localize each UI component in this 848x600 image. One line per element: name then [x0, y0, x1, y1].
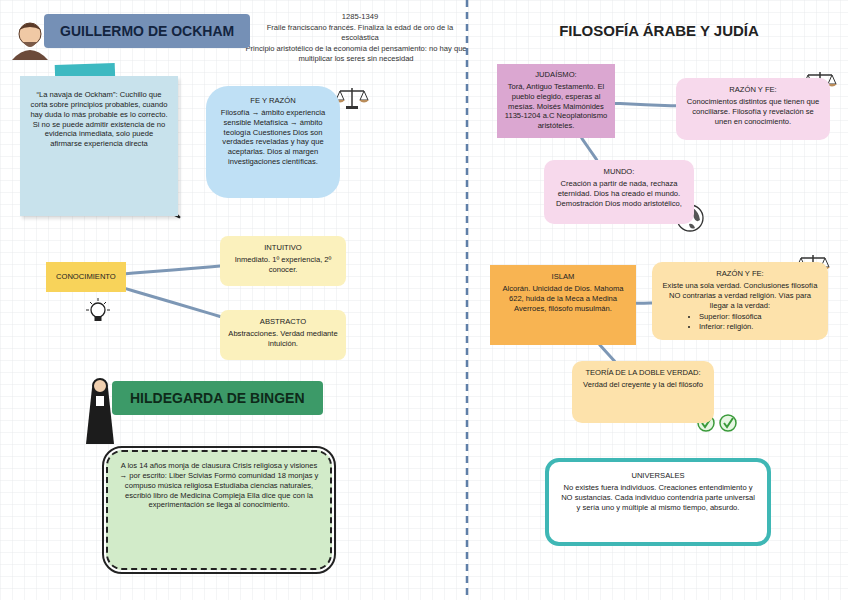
connector-line [126, 289, 220, 317]
page-title: FILOSOFÍA ÁRABE Y JUDÍA [470, 22, 848, 39]
outlined-box: UNIVERSALES No existes fuera individuos. … [545, 458, 771, 546]
cloud-box: FE Y RAZÓN Filosofía → ámbito experiencia… [206, 86, 340, 198]
box-heading: RAZÓN Y FE: [683, 85, 823, 95]
section-band: GUILLERMO DE OCKHAM [44, 14, 250, 48]
box-text: Abstracciones. Verdad mediante intuición… [226, 329, 340, 349]
box-heading: MUNDO: [551, 167, 687, 177]
bullet-item: Inferior: religión. [699, 322, 821, 332]
topic-box: ISLAM Alcorán. Unicidad de Dios. Mahoma 6… [490, 265, 636, 345]
scales-icon [335, 88, 369, 109]
concept-box: ABSTRACTO Abstracciones. Verdad mediante … [220, 310, 346, 360]
connector-line [126, 266, 220, 274]
box-text: Verdad del creyente y la del filósofo [579, 380, 707, 390]
concept-box: INTUITIVO Inmediato. 1º experiencia, 2º c… [220, 236, 346, 286]
connector-line [600, 345, 615, 361]
topic-box: MUNDO: Creación a partir de nada, rechaza… [544, 160, 694, 224]
dashed-box: A los 14 años monja de clausura Crisis r… [106, 450, 332, 570]
box-text: Filosofía → ámbito experiencia sensible … [215, 108, 331, 167]
page-divider [466, 0, 469, 600]
box-text: Alcorán. Unicidad de Dios. Mahoma 622, h… [496, 284, 630, 314]
ockham-portrait [12, 23, 48, 60]
banner-box: CONOCIMIENTO [46, 262, 126, 292]
box-text: No existes fuera individuos. Creaciones … [559, 483, 757, 513]
bullet-item: Superior: filosófica [699, 312, 821, 322]
box-heading: INTUITIVO [226, 243, 340, 253]
box-heading: UNIVERSALES [559, 471, 757, 481]
box-heading: FE Y RAZÓN [215, 96, 331, 106]
lightbulb-icon [86, 298, 110, 321]
box-text: CONOCIMIENTO [56, 272, 116, 282]
topic-box: TEORÍA DE LA DOBLE VERDAD: Verdad del cre… [572, 361, 714, 423]
sticky-note: “La navaja de Ockham”: Cuchillo que cort… [20, 76, 178, 216]
note-text: Fraile franciscano francés. Finaliza la … [260, 23, 460, 43]
section-band: HILDEGARDA DE BINGEN [112, 381, 323, 415]
box-text: Torá, Antiguo Testamento. El pueblo eleg… [503, 82, 609, 131]
box-heading: RAZÓN Y FE: [659, 269, 821, 279]
bullet-list: Superior: filosóficaInferior: religión. [659, 312, 821, 332]
box-text: Existe una sola verdad. Conclusiones fil… [659, 281, 821, 311]
connector-line [615, 103, 676, 105]
box-heading: ISLAM [496, 272, 630, 282]
note-text: 1285-1349 [260, 12, 460, 22]
topic-box: RAZÓN Y FE: Existe una sola verdad. Concl… [652, 262, 828, 340]
box-text: GUILLERMO DE OCKHAM [60, 22, 234, 40]
box-text: HILDEGARDA DE BINGEN [130, 389, 305, 407]
box-heading: JUDAÍSMO: [503, 70, 609, 80]
note-text: Principio aristotélico de la economía de… [245, 44, 467, 64]
topic-box: RAZÓN Y FE: Conocimientos distintos que t… [676, 78, 830, 140]
box-heading: TEORÍA DE LA DOBLE VERDAD: [579, 368, 707, 378]
box-text: Conocimientos distintos que tienen que c… [683, 97, 823, 127]
connector-line [582, 138, 597, 160]
box-text: “La navaja de Ockham”: Cuchillo que cort… [28, 90, 170, 149]
box-heading: ABSTRACTO [226, 317, 340, 327]
connector-line [636, 301, 652, 304]
box-text: Creación a partir de nada, rechaza etern… [551, 179, 687, 209]
box-text: A los 14 años monja de clausura Crisis r… [118, 461, 320, 510]
topic-box: JUDAÍSMO: Torá, Antiguo Testamento. El pu… [497, 64, 615, 138]
hildegarda-portrait [86, 379, 114, 444]
box-text: Inmediato. 1º experiencia, 2º conocer. [226, 255, 340, 275]
